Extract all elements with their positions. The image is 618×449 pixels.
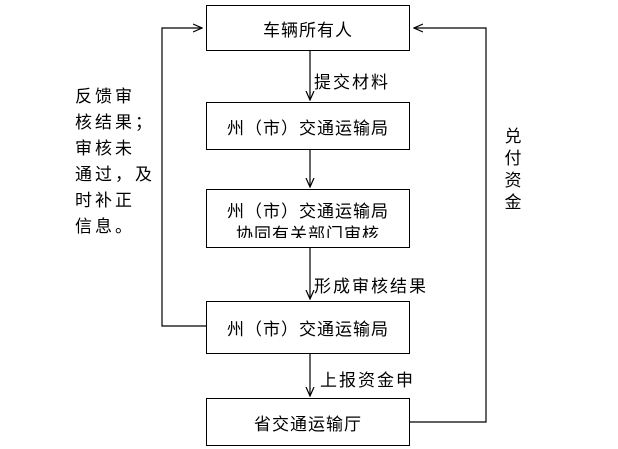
bureau3-label: 州（市）交通运输局 [227,320,389,340]
bureau1-box: 州（市）交通运输局 [206,102,410,150]
bureau3-box: 州（市）交通运输局 [206,301,410,354]
province-box: 省交通运输厅 [206,398,410,446]
owner-label: 车辆所有人 [263,20,353,41]
feedback-line: 通过，及 [75,165,155,185]
bureau1-label: 州（市）交通运输局 [227,118,389,139]
owner-box: 车辆所有人 [206,5,410,51]
feedback-line: 反馈审 [75,87,135,107]
report-label: 上报资金申 [320,371,415,391]
feedback-line: 时补正 [75,191,135,211]
feedback-label: 反馈审 核结果； 审核未 通过，及 时补正 信息。 [75,84,155,240]
feedback-line: 信息。 [75,217,135,237]
feedback-line: 核结果； [75,113,155,133]
feedback-loop-line [161,28,206,327]
province-label: 省交通运输厅 [254,414,362,435]
bureau2-label-line1: 州（市）交通运输局 [227,201,389,222]
bureau2-box: 州（市）交通运输局 协同有关部门审核 [206,189,410,248]
bureau2-label-line2: 协同有关部门审核 [236,224,380,238]
result-label: 形成审核结果 [314,277,428,297]
payment-loop-line [410,28,487,423]
feedback-line: 审核未 [75,139,135,159]
submit-label: 提交材料 [314,73,390,93]
payment-label: 兑付资金 [504,127,522,213]
